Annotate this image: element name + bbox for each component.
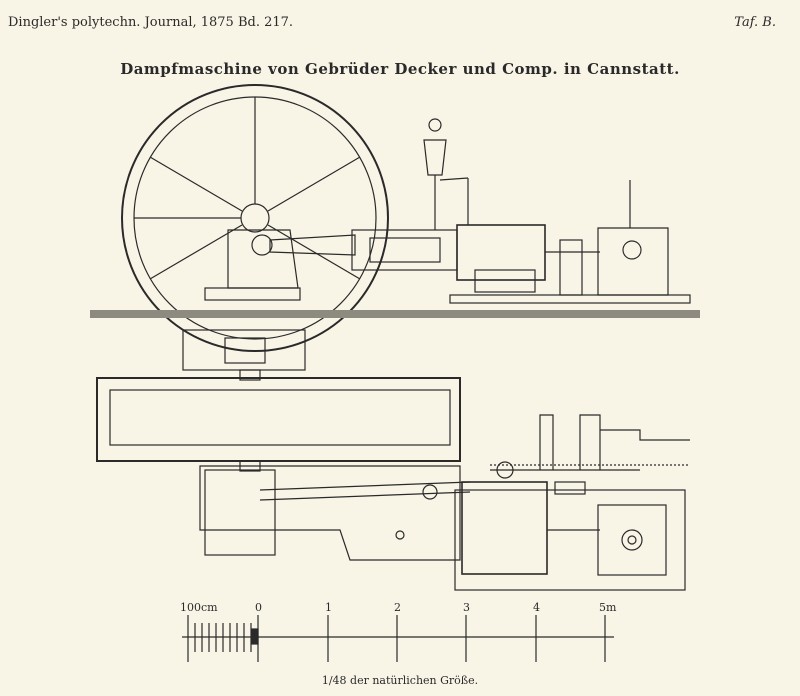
plan-view xyxy=(96,329,690,591)
elevation-view xyxy=(90,84,700,352)
bearing-base xyxy=(204,287,301,301)
pump-plan xyxy=(597,504,667,576)
scale-label-1: 1 xyxy=(325,601,332,614)
journal-header: Dingler's polytechn. Journal, 1875 Bd. 2… xyxy=(8,15,294,30)
crosshead-guide xyxy=(351,229,458,271)
pipe xyxy=(539,414,554,470)
flywheel-plan xyxy=(96,377,461,462)
base-plate xyxy=(449,294,691,304)
scale-label-4: 4 xyxy=(533,601,540,614)
scale-label-100cm: 100cm xyxy=(180,601,218,614)
flywheel xyxy=(121,84,389,352)
cylinder xyxy=(456,224,546,281)
scale-label-5m: 5m xyxy=(599,601,617,614)
plate-title: Dampfmaschine von Gebrüder Decker und Co… xyxy=(120,60,680,78)
scale-bar xyxy=(182,615,614,662)
plate-number: Taf. B. xyxy=(734,15,776,30)
ground-line xyxy=(90,310,700,318)
outer-frame xyxy=(454,489,686,591)
scale-label-2: 2 xyxy=(394,601,401,614)
pump xyxy=(597,227,669,296)
engine-bed xyxy=(199,465,461,561)
bearing-pedestal xyxy=(227,229,299,289)
governor xyxy=(423,118,469,230)
scale-caption: 1/48 der natürlichen Größe. xyxy=(321,674,479,687)
frame-arm xyxy=(269,234,356,256)
scale-label-0: 0 xyxy=(255,601,262,614)
scale-label-3: 3 xyxy=(463,601,470,614)
cylinder-plan xyxy=(461,481,548,575)
